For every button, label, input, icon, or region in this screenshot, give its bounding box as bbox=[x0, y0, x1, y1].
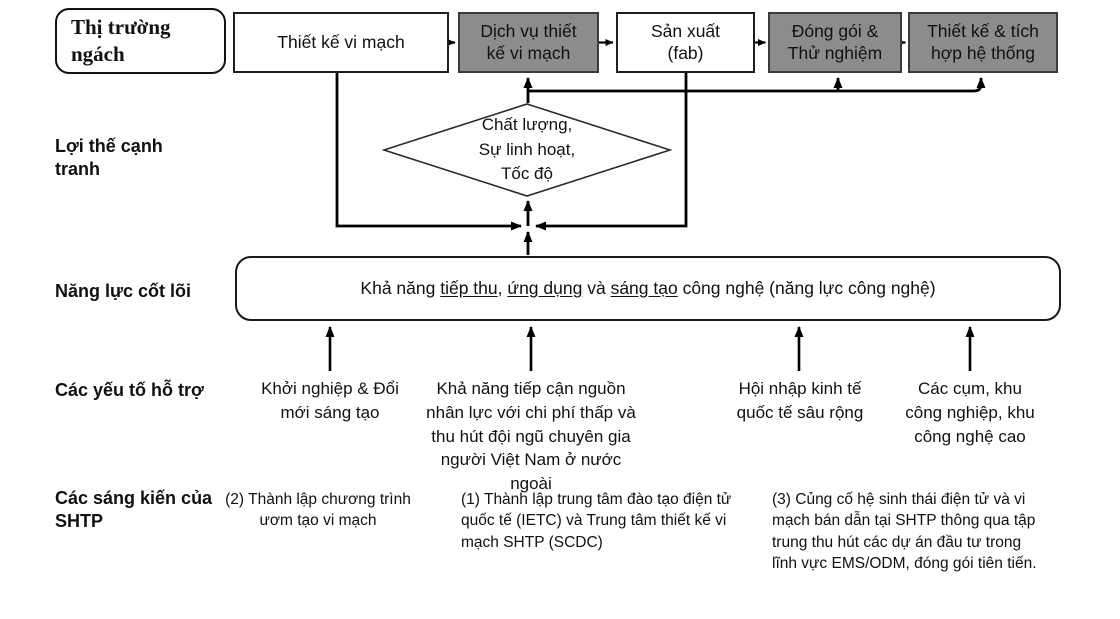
chain-box-system-design-integration: Thiết kế & tích hợp hệ thống bbox=[908, 12, 1058, 73]
support-factor-industrial-clusters: Các cụm, khu công nghiệp, khu công nghệ … bbox=[905, 379, 1035, 446]
support-factor-startup-innovation: Khởi nghiệp & Đổi mới sáng tạo bbox=[261, 379, 399, 422]
advantage-diamond: Chất lượng, Sự linh hoạt, Tốc độ bbox=[478, 115, 576, 184]
support-factor-human-resources: Khả năng tiếp cận nguồn nhân lực với chi… bbox=[426, 379, 636, 494]
core-competency-label: Năng lực cốt lõi bbox=[55, 281, 192, 301]
initiative-1-training-design-centers: (1) Thành lập trung tâm đào tạo điện tử … bbox=[461, 491, 732, 551]
support-factors-label: Các yếu tố hỗ trợ bbox=[55, 380, 204, 400]
niche-market-label: Thị trường ngách bbox=[55, 8, 226, 74]
chain-box-fabrication: Sản xuất (fab) bbox=[616, 12, 755, 73]
initiative-3-ecosystem-consolidation: (3) Củng cố hệ sinh thái điện tử và vi m… bbox=[772, 491, 1037, 573]
competitive-advantage-label: Lợi thế cạnh tranh bbox=[55, 136, 163, 179]
core-competency-box: Khả năng tiếp thu, ứng dụng và sáng tạo … bbox=[235, 256, 1061, 321]
chain-box-ic-design: Thiết kế vi mạch bbox=[233, 12, 449, 73]
shtp-initiatives-label: Các sáng kiến của SHTP bbox=[55, 488, 213, 531]
chain-box-ic-design-services: Dịch vụ thiết kế vi mạch bbox=[458, 12, 599, 73]
initiative-2-incubation-program: (2) Thành lập chương trình ươm tạo vi mạ… bbox=[225, 491, 411, 530]
core-competency-text: Khả năng tiếp thu, ứng dụng và sáng tạo … bbox=[360, 278, 936, 298]
chain-box-packaging-testing: Đóng gói & Thử nghiệm bbox=[768, 12, 902, 73]
support-factor-economic-integration: Hội nhập kinh tế quốc tế sâu rộng bbox=[736, 379, 864, 422]
